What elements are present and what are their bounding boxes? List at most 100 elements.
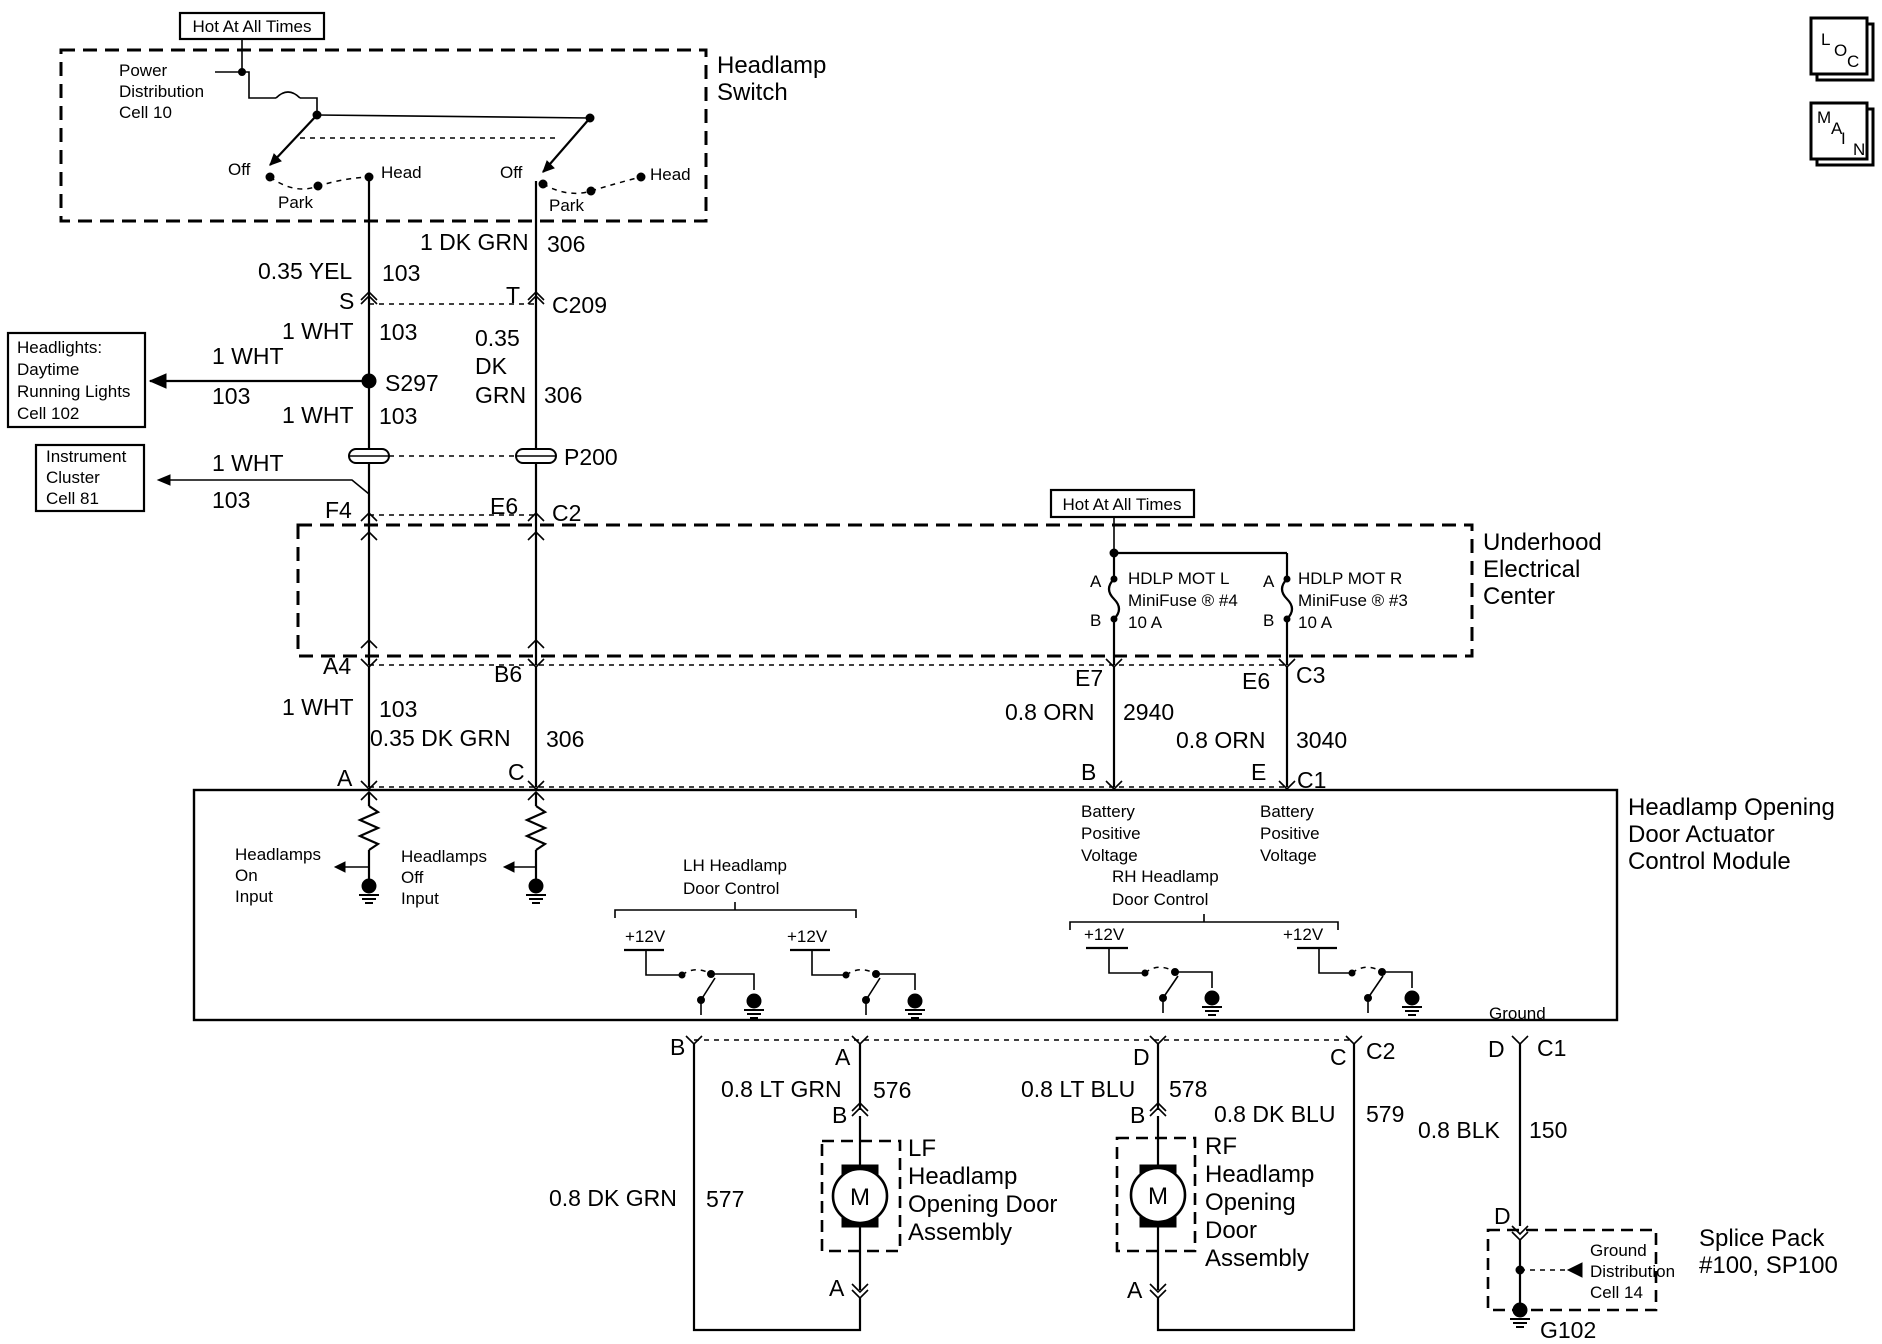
wire-label: 0.35 YEL	[258, 258, 352, 284]
battery-voltage-label: Battery	[1081, 802, 1135, 821]
loc-letter: C	[1847, 52, 1859, 71]
relay-rh-1: +12V	[1084, 925, 1223, 1016]
headlamp-switch-title: Headlamp	[717, 52, 826, 79]
rh-door-control-label: RH Headlamp	[1112, 867, 1219, 886]
splice-s297-label: S297	[385, 370, 439, 396]
relay-lh-1: +12V	[624, 927, 765, 1019]
input-label: Headlamps	[235, 845, 321, 864]
connector-icon	[527, 511, 545, 522]
main-button[interactable]: M A I N	[1809, 101, 1875, 167]
main-letter: N	[1853, 140, 1865, 159]
loc-letter: O	[1834, 41, 1847, 60]
main-letter: I	[1841, 129, 1846, 148]
splice-pack-outline	[1486, 1228, 1658, 1312]
connector-pin-label: D	[1133, 1044, 1150, 1070]
ground-icon	[743, 993, 765, 1019]
wire-circuit-number: 579	[1366, 1101, 1404, 1127]
reference-label: Instrument	[46, 447, 127, 466]
connector-pin-label: E6	[1242, 668, 1270, 694]
fuse-label: 10 A	[1298, 613, 1333, 632]
wire-label: 0.8 ORN	[1176, 727, 1265, 753]
lf-motor-label: Opening Door	[908, 1191, 1057, 1218]
wire-label: 0.35	[475, 325, 520, 351]
wire-circuit-number: 576	[873, 1077, 911, 1103]
connector-pin-label: B6	[494, 661, 522, 687]
wire-circuit-number: 103	[379, 319, 417, 345]
12v-label: +12V	[1084, 925, 1125, 944]
fuse-label: MiniFuse ® #4	[1128, 591, 1238, 610]
rf-motor-label: Headlamp	[1205, 1161, 1314, 1188]
connector-icon	[360, 511, 378, 522]
connector-icon	[1149, 1101, 1167, 1117]
fuse-label: 10 A	[1128, 613, 1163, 632]
splice-pack-title: #100, SP100	[1699, 1252, 1838, 1279]
connector-pin-label: C	[508, 759, 525, 785]
lh-door-control-label: Door Control	[683, 879, 779, 898]
wire-label: 1 WHT	[212, 343, 284, 369]
ground-distribution-label: Ground	[1590, 1241, 1647, 1260]
wire-circuit-number: 150	[1529, 1117, 1567, 1143]
ground-icon	[1201, 990, 1223, 1016]
wire-label: 1 WHT	[282, 694, 354, 720]
wire-circuit-number: 306	[546, 726, 584, 752]
control-module: A C B E C1 Headlamp Opening Door Actuato…	[192, 759, 1835, 1023]
connector-pin-label: E6	[490, 493, 518, 519]
underhood-electrical-center: F4 E6 C2 Underhood Electrical Center Hot…	[296, 488, 1602, 694]
wire-circuit-number: 306	[544, 382, 582, 408]
connector-icon	[527, 290, 545, 305]
reference-label: Running Lights	[17, 382, 130, 401]
reference-label: Cell 102	[17, 404, 79, 423]
fuse-label: MiniFuse ® #3	[1298, 591, 1408, 610]
connector-pin-label: B	[670, 1034, 685, 1060]
control-module-title: Door Actuator	[1628, 821, 1775, 848]
splice-pack: Splice Pack #100, SP100 Ground Distribut…	[1486, 1225, 1838, 1343]
rh-door-control-label: Door Control	[1112, 890, 1208, 909]
input-label: Headlamps	[401, 847, 487, 866]
hot-at-all-times-label-box	[1049, 488, 1196, 519]
control-module-outline	[192, 788, 1619, 1022]
connector-pin-label: S	[339, 288, 354, 314]
headlights-reference-box[interactable]	[6, 331, 147, 429]
connector-c209-label: C209	[552, 292, 607, 318]
upper-wiring: 1 DK GRN 306 0.35 YEL 103 S T C209 1 WHT…	[6, 177, 618, 515]
wire-label: 0.8 DK BLU	[1214, 1101, 1335, 1127]
battery-voltage-label: Voltage	[1260, 846, 1317, 865]
instrument-cluster-reference-box[interactable]	[34, 443, 146, 513]
connector-pin-label: B	[1130, 1102, 1145, 1128]
lf-motor-label: Assembly	[908, 1219, 1012, 1246]
park-position-label: Park	[278, 193, 313, 212]
splice-pack-title: Splice Pack	[1699, 1225, 1825, 1252]
switch-arm-arrow-icon	[542, 160, 555, 173]
12v-label: +12V	[625, 927, 666, 946]
loc-button[interactable]: L O C	[1809, 16, 1875, 82]
ground-distribution-label: Distribution	[1590, 1262, 1675, 1281]
wire-label: 0.8 LT BLU	[1021, 1076, 1135, 1102]
uec-outline	[296, 523, 1474, 658]
wire-label: 1 WHT	[282, 318, 354, 344]
arrow-left-icon	[502, 861, 515, 873]
off-position-label: Off	[228, 160, 251, 179]
connector-pin-label: D	[1488, 1036, 1505, 1062]
ground-distribution-label: Cell 14	[1590, 1283, 1643, 1302]
wire-circuit-number: 578	[1169, 1076, 1207, 1102]
headlamp-switch: Hot At All Times Headlamp Switch Power D…	[59, 11, 826, 223]
input-label: On	[235, 866, 258, 885]
wire-circuit-number: 577	[706, 1186, 744, 1212]
wire-577	[692, 1044, 862, 1332]
wire-label: DK	[475, 353, 508, 379]
main-letter: M	[1817, 108, 1831, 127]
connector-c1-label: C1	[1537, 1035, 1566, 1061]
wire-circuit-number: 103	[212, 383, 250, 409]
rf-motor-outline	[1115, 1136, 1197, 1253]
wire-label: GRN	[475, 382, 526, 408]
uec-title: Underhood	[1483, 529, 1602, 556]
motor-icon	[831, 1167, 889, 1225]
hot-at-all-times-label-box	[178, 11, 326, 41]
input-label: Input	[401, 889, 439, 908]
control-module-title: Control Module	[1628, 848, 1791, 875]
fuse-label: HDLP MOT L	[1128, 569, 1229, 588]
rf-motor-label: Door	[1205, 1217, 1257, 1244]
rf-motor-label: RF	[1205, 1133, 1237, 1160]
relay-rh-2: +12V	[1283, 925, 1423, 1016]
